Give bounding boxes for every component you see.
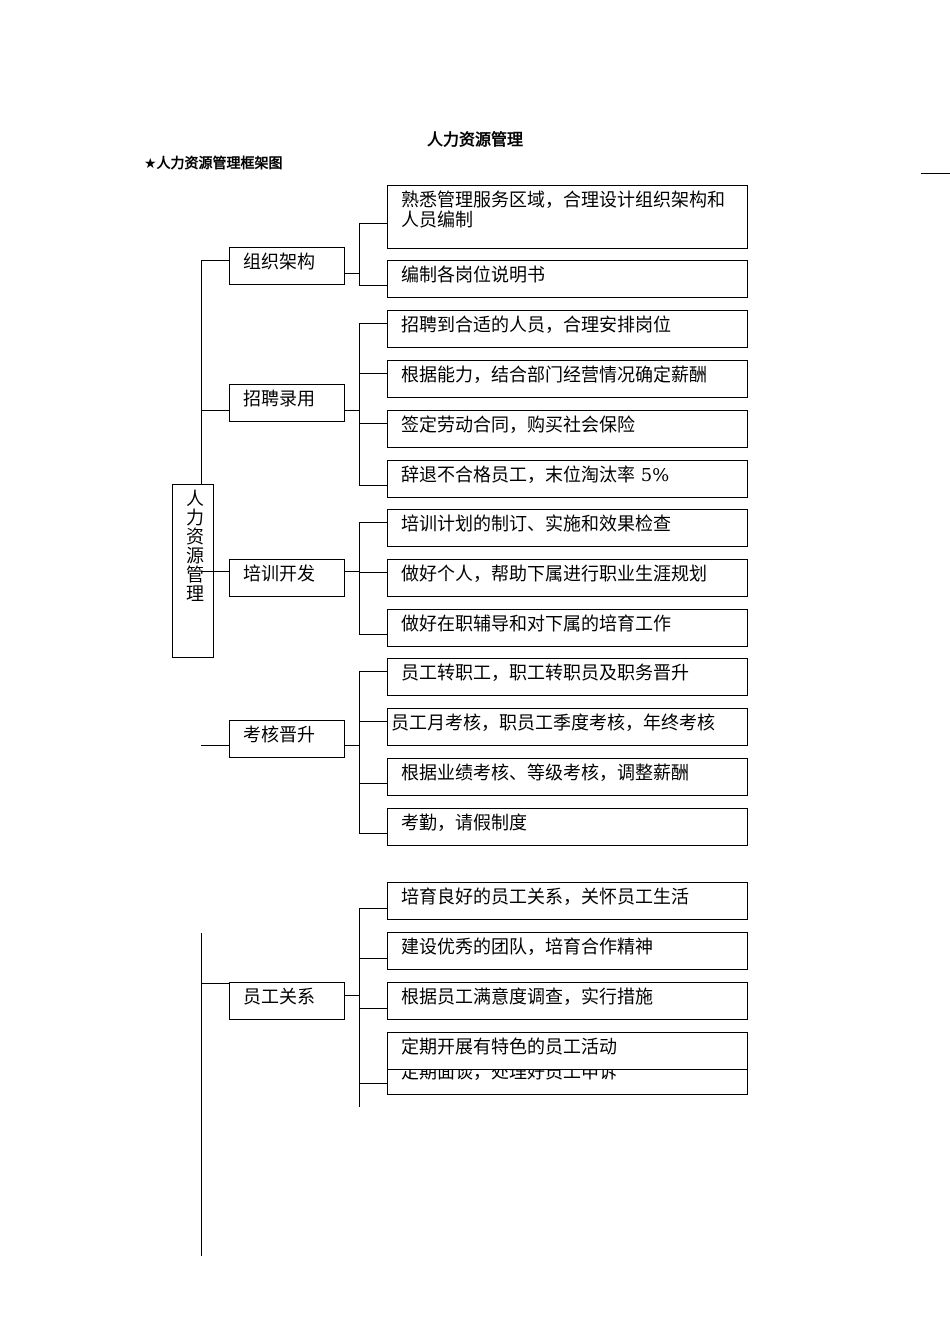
page-edge-mark [921, 173, 950, 174]
item-box: 做好在职辅导和对下属的培育工作 [387, 609, 748, 647]
item-box: 熟悉管理服务区域，合理设计组织架构和人员编制 [387, 185, 748, 249]
item-box: 根据能力，结合部门经营情况确定薪酬 [387, 360, 748, 398]
item-box: 定期开展有特色的员工活动 [387, 1032, 748, 1070]
root-trunk-line [201, 260, 202, 484]
connector [345, 571, 359, 572]
connector [359, 1083, 387, 1084]
item-box: 编制各岗位说明书 [387, 260, 748, 298]
connector [359, 285, 387, 286]
connector [359, 423, 387, 424]
connector [359, 721, 387, 722]
item-box: 根据员工满意度调查，实行措施 [387, 982, 748, 1020]
root-node: 人力资源管理 [172, 484, 214, 658]
connector [359, 908, 360, 1107]
connector [359, 833, 387, 834]
category-employee-relations: 员工关系 [229, 982, 345, 1020]
connector [359, 323, 387, 324]
item-box: 建设优秀的团队，培育合作精神 [387, 932, 748, 970]
category-recruitment: 招聘录用 [229, 384, 345, 422]
connector [359, 522, 387, 523]
connector [359, 958, 387, 959]
item-box: 根据业绩考核、等级考核，调整薪酬 [387, 758, 748, 796]
lower-trunk-line [201, 933, 202, 1256]
connector [359, 634, 387, 635]
item-box: 辞退不合格员工，末位淘汰率 5% [387, 460, 748, 498]
connector [359, 485, 387, 486]
branch-line-relations [201, 983, 229, 984]
connector [359, 373, 387, 374]
branch-line-recruit [201, 410, 229, 411]
item-box: 招聘到合适的人员，合理安排岗位 [387, 310, 748, 348]
branch-line-org [201, 260, 229, 261]
item-box: 员工月考核，职员工季度考核，年终考核 [387, 708, 748, 746]
connector [359, 223, 387, 224]
item-box: 考勤，请假制度 [387, 808, 748, 846]
diagram-subtitle: ★人力资源管理框架图 [144, 156, 283, 172]
connector [345, 995, 359, 996]
item-box: 做好个人，帮助下属进行职业生涯规划 [387, 559, 748, 597]
branch-line-appraisal [201, 745, 229, 746]
page-title: 人力资源管理 [426, 130, 523, 149]
item-box: 签定劳动合同，购买社会保险 [387, 410, 748, 448]
connector [359, 783, 387, 784]
category-training: 培训开发 [229, 559, 345, 597]
connector [359, 223, 360, 285]
connector [359, 671, 360, 833]
category-appraisal: 考核晋升 [229, 720, 345, 758]
root-node-label: 人力资源管理 [183, 489, 204, 603]
branch-line-training [201, 571, 229, 572]
connector [345, 745, 359, 746]
connector [359, 323, 360, 485]
connector [359, 572, 387, 573]
connector [345, 410, 359, 411]
item-box: 培育良好的员工关系，关怀员工生活 [387, 882, 748, 920]
category-org-structure: 组织架构 [229, 247, 345, 285]
connector [359, 522, 360, 634]
connector [359, 671, 387, 672]
item-box: 培训计划的制订、实施和效果检查 [387, 509, 748, 547]
item-box: 员工转职工，职工转职员及职务晋升 [387, 658, 748, 696]
connector [359, 1008, 387, 1009]
connector [359, 908, 387, 909]
connector [345, 273, 359, 274]
